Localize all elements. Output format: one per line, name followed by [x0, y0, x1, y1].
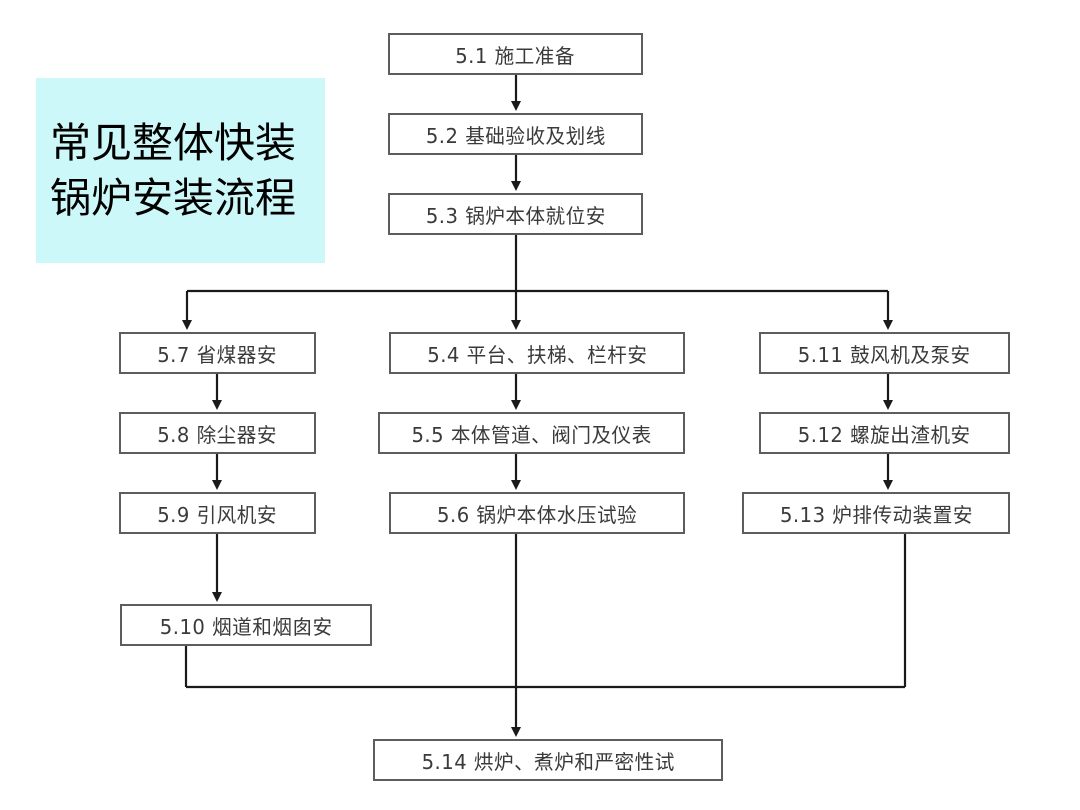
- node-5-6[interactable]: 5.6 锅炉本体水压试验: [389, 492, 685, 534]
- node-5-8[interactable]: 5.8 除尘器安: [119, 412, 316, 454]
- node-label: 5.3 锅炉本体就位安: [425, 203, 606, 228]
- node-5-3[interactable]: 5.3 锅炉本体就位安: [388, 193, 643, 235]
- node-5-9[interactable]: 5.9 引风机安: [119, 492, 316, 534]
- node-label: 5.10 烟道和烟囱安: [159, 614, 333, 639]
- node-label: 5.6 锅炉本体水压试验: [436, 502, 638, 527]
- node-label: 5.7 省煤器安: [157, 342, 278, 367]
- node-5-7[interactable]: 5.7 省煤器安: [119, 332, 316, 374]
- node-5-5[interactable]: 5.5 本体管道、阀门及仪表: [378, 412, 685, 454]
- node-label: 5.4 平台、扶梯、栏杆安: [426, 342, 648, 367]
- node-5-14[interactable]: 5.14 烘炉、煮炉和严密性试: [373, 739, 723, 781]
- node-5-12[interactable]: 5.12 螺旋出渣机安: [759, 412, 1010, 454]
- node-label: 5.12 螺旋出渣机安: [798, 422, 971, 447]
- node-5-1[interactable]: 5.1 施工准备: [388, 33, 643, 75]
- node-label: 5.11 鼓风机及泵安: [798, 342, 971, 367]
- node-5-2[interactable]: 5.2 基础验收及划线: [388, 113, 643, 155]
- node-label: 5.1 施工准备: [455, 43, 576, 68]
- node-5-10[interactable]: 5.10 烟道和烟囱安: [120, 604, 372, 646]
- node-label: 5.9 引风机安: [157, 502, 278, 527]
- node-5-11[interactable]: 5.11 鼓风机及泵安: [759, 332, 1010, 374]
- node-label: 5.5 本体管道、阀门及仪表: [411, 422, 652, 447]
- page-title: 常见整体快装锅炉安装流程: [50, 118, 296, 222]
- diagram-title-block: 常见整体快装锅炉安装流程: [36, 78, 325, 263]
- node-5-4[interactable]: 5.4 平台、扶梯、栏杆安: [389, 332, 685, 374]
- node-label: 5.2 基础验收及划线: [425, 123, 606, 148]
- node-label: 5.14 烘炉、煮炉和严密性试: [421, 749, 675, 774]
- node-label: 5.13 炉排传动装置安: [779, 502, 973, 527]
- node-5-13[interactable]: 5.13 炉排传动装置安: [742, 492, 1010, 534]
- node-label: 5.8 除尘器安: [157, 422, 278, 447]
